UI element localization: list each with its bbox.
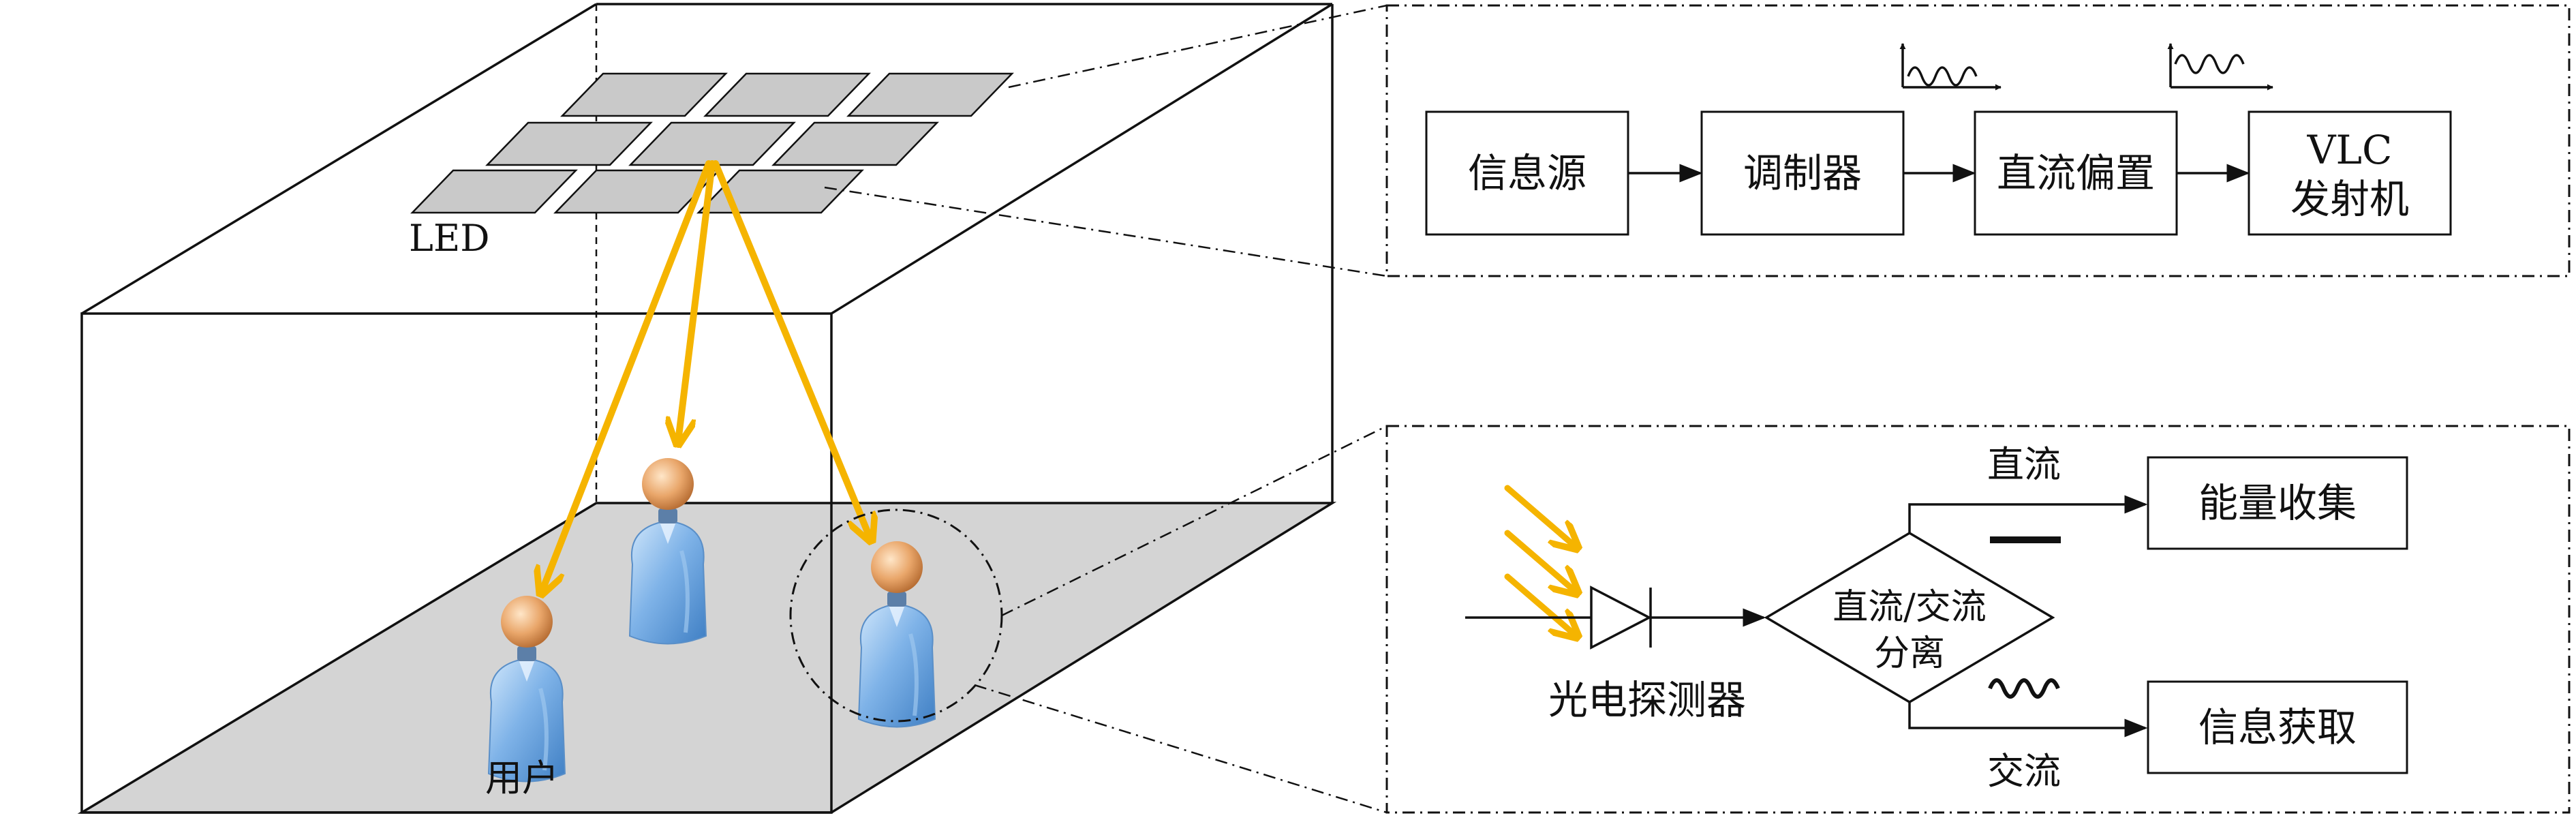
led-panel bbox=[410, 169, 578, 214]
led-array bbox=[410, 72, 1014, 214]
dc-branch-label: 直流 bbox=[1987, 443, 2061, 486]
led-panel bbox=[771, 121, 939, 166]
photodetector-label: 光电探测器 bbox=[1548, 677, 1746, 723]
block-energy-harvest-label: 能量收集 bbox=[2198, 480, 2357, 526]
block-dc-bias-label: 直流偏置 bbox=[1997, 150, 2155, 196]
room-top-left-edge bbox=[81, 3, 597, 315]
photodiode-icon bbox=[1465, 586, 1766, 650]
beam-to-user-left bbox=[542, 160, 712, 592]
transmitter-panel bbox=[1385, 4, 2571, 277]
led-label: LED bbox=[409, 217, 490, 260]
biased-wave-icon bbox=[2167, 43, 2273, 91]
block-vlc-transmitter bbox=[2248, 110, 2452, 236]
led-panel bbox=[628, 121, 796, 166]
incident-light-icon bbox=[1504, 485, 1576, 635]
block-vlc-transmitter-label-line2: 发射机 bbox=[2290, 176, 2409, 222]
room-floor bbox=[77, 502, 1337, 814]
light-beams bbox=[542, 160, 870, 592]
led-panel bbox=[485, 121, 653, 166]
block-info-acquire bbox=[2147, 680, 2408, 774]
block-dc-bias bbox=[1974, 110, 2178, 236]
led-panel bbox=[696, 169, 864, 214]
led-panel bbox=[553, 169, 721, 214]
dc-signal-icon bbox=[1990, 536, 2061, 543]
room-top-right-edge bbox=[831, 3, 1333, 315]
led-panel bbox=[560, 72, 728, 117]
beam-to-user-middle bbox=[678, 160, 716, 442]
receiver-branches bbox=[1908, 495, 2148, 738]
led-panel bbox=[703, 72, 871, 117]
room-box bbox=[77, 3, 1337, 814]
block-modulator-label: 调制器 bbox=[1743, 150, 1862, 196]
splitter-label-line1: 直流/交流 bbox=[1833, 587, 1987, 628]
block-info-acquire-label: 信息获取 bbox=[2198, 704, 2357, 750]
led-panel bbox=[846, 72, 1014, 117]
ac-signal-icon bbox=[1988, 678, 2060, 699]
block-vlc-transmitter-label-line1: VLC bbox=[2307, 127, 2393, 173]
beam-to-user-right bbox=[712, 160, 870, 538]
block-info-source-label: 信息源 bbox=[1468, 150, 1586, 196]
splitter-label-line2: 分离 bbox=[1874, 633, 1945, 674]
zoom-connectors bbox=[824, 4, 1387, 814]
ac-branch-label: 交流 bbox=[1987, 750, 2061, 793]
block-modulator bbox=[1700, 110, 1905, 236]
receiver-panel bbox=[1385, 425, 2571, 814]
user-label: 用户 bbox=[485, 757, 559, 800]
dc-ac-splitter bbox=[1764, 531, 2055, 704]
modulated-wave-icon bbox=[1899, 43, 2002, 91]
block-energy-harvest bbox=[2147, 456, 2408, 550]
room-front-face bbox=[80, 312, 833, 814]
user-figure-middle bbox=[630, 458, 706, 644]
